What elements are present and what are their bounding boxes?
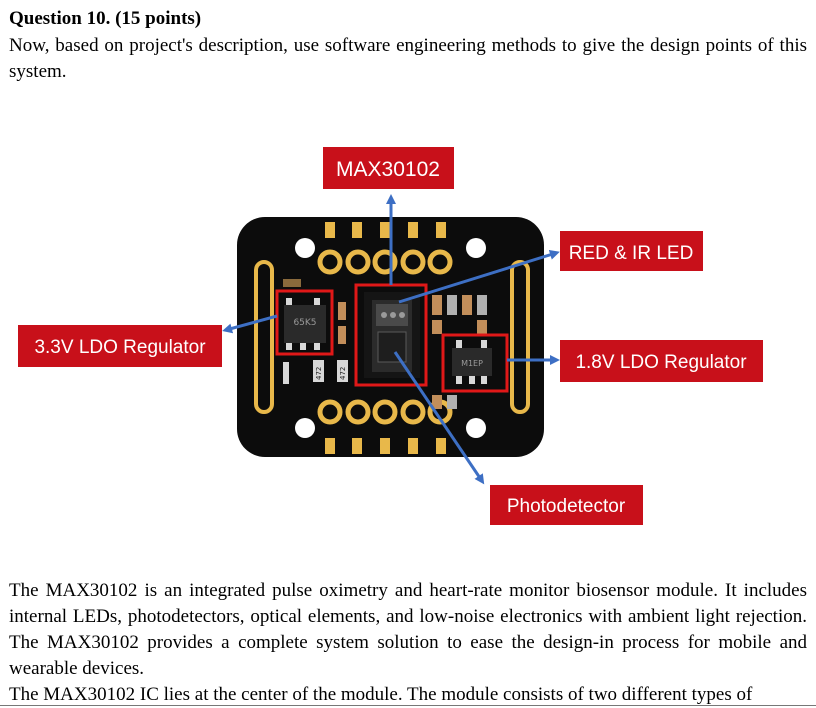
arrow-ldo33 (222, 314, 278, 334)
slot-right (510, 260, 530, 414)
ldo33-chip-marking: 65K5 (293, 318, 316, 328)
arrow-led (398, 250, 560, 304)
label-ldo18-box (560, 340, 763, 382)
ldo18-highlight (441, 333, 509, 393)
resistor-marking-a: 472 (315, 367, 323, 380)
question-heading: Question 10. (15 points) (9, 8, 202, 29)
description-paragraph-1: The MAX30102 is an integrated pulse oxim… (9, 580, 807, 679)
label-ldo18: 1.8V LDO Regulator (575, 352, 747, 373)
module-figure: 65K5 472 472 M1EP (0, 140, 816, 540)
label-max30102-box (323, 147, 454, 189)
mount-hole (295, 238, 315, 258)
ldo18-chip-marking: M1EP (461, 359, 483, 368)
slot-left (254, 260, 274, 414)
label-max30102: MAX30102 (336, 158, 440, 181)
header-pad (345, 249, 371, 275)
mount-hole (466, 238, 486, 258)
ldo33-highlight (275, 289, 334, 356)
header-pad (372, 399, 398, 425)
resistor-marking-b: 472 (339, 367, 347, 380)
mount-hole (295, 418, 315, 438)
header-pad (345, 399, 371, 425)
mount-hole (466, 418, 486, 438)
question-prompt: Now, based on project's description, use… (9, 35, 807, 82)
header-pad (427, 249, 453, 275)
label-photodetector: Photodetector (507, 496, 626, 517)
label-led-box (560, 231, 703, 271)
description-paragraph-2: The MAX30102 IC lies at the center of th… (9, 684, 753, 705)
bottom-rule (0, 705, 816, 706)
header-pad (317, 249, 343, 275)
header-pad (400, 249, 426, 275)
arrow-photodetector (393, 351, 485, 485)
label-photodetector-box (490, 485, 643, 525)
label-ldo33: 3.3V LDO Regulator (34, 337, 206, 358)
header-pad (400, 399, 426, 425)
label-led: RED & IR LED (569, 243, 694, 264)
label-ldo33-box (18, 325, 222, 367)
header-pad (372, 249, 398, 275)
header-pad (317, 399, 343, 425)
